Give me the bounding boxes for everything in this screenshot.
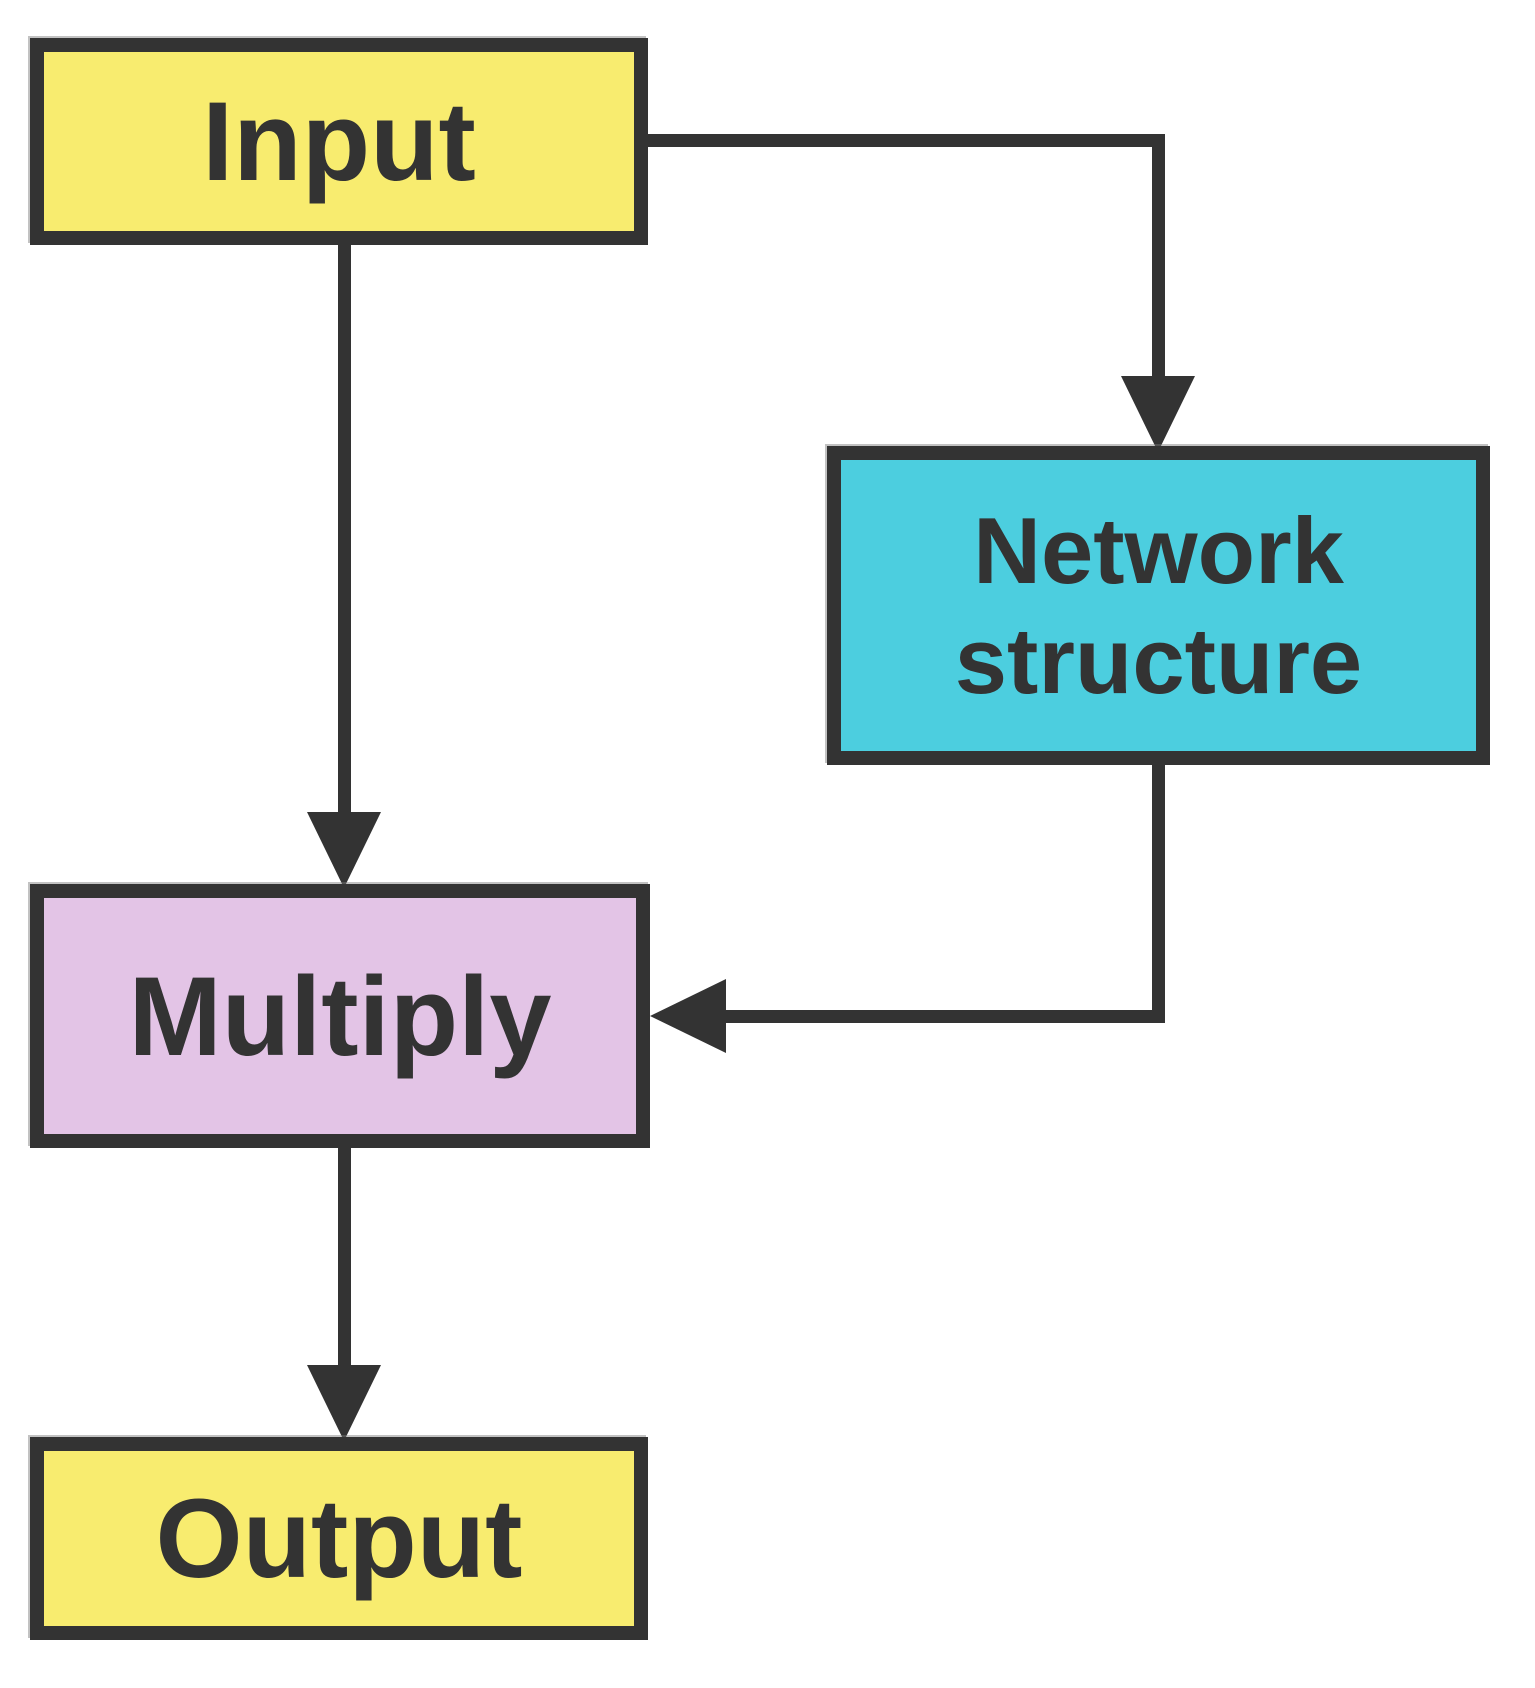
node-input-label: Input	[202, 79, 476, 204]
node-output: Output	[30, 1437, 648, 1640]
arrow-down-icon	[307, 812, 381, 888]
node-network-structure: Network structure	[827, 446, 1490, 765]
node-network-structure-label: Network structure	[954, 497, 1363, 713]
node-output-label: Output	[155, 1476, 523, 1601]
node-multiply-label: Multiply	[128, 953, 552, 1079]
arrow-down-icon	[1121, 376, 1195, 452]
edge-input-to-multiply-line	[338, 245, 351, 817]
arrow-left-icon	[650, 979, 726, 1053]
node-input: Input	[30, 38, 648, 245]
edge-input-to-network-vertical-line	[1152, 134, 1165, 380]
edge-multiply-to-output-line	[338, 1148, 351, 1368]
arrow-down-icon	[307, 1365, 381, 1441]
edge-input-to-network-horizontal-line	[648, 134, 1165, 147]
edge-network-to-multiply-vertical-line	[1152, 765, 1165, 1022]
edge-network-to-multiply-horizontal-line	[716, 1010, 1165, 1023]
node-multiply: Multiply	[30, 884, 650, 1148]
